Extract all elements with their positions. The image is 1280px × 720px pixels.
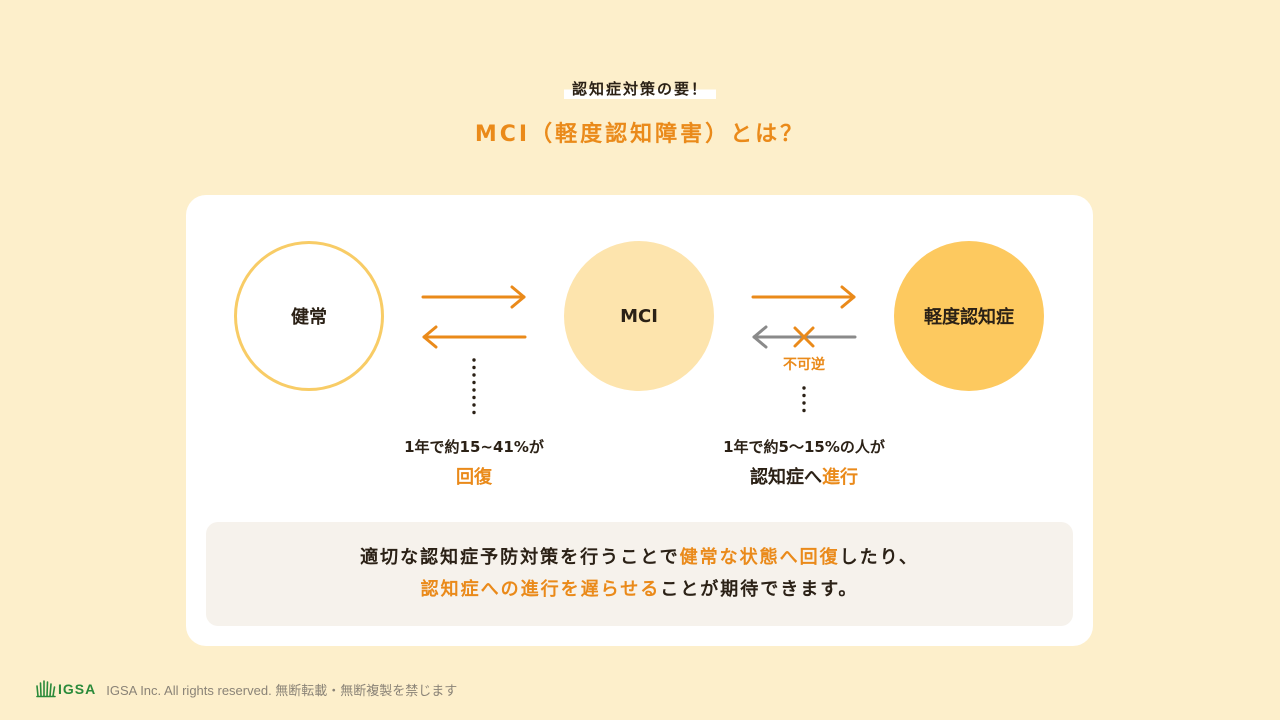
recovery-rate-note: 1年で約15~41%が [404, 438, 544, 456]
summary-line-2-highlight: 認知症への進行を遅らせる [420, 579, 661, 600]
node-dementia-label: 軽度認知症 [924, 307, 1014, 328]
footer: IGSA IGSA Inc. All rights reserved. 無断転載… [36, 678, 457, 700]
igsa-logo-icon [36, 680, 56, 698]
arrow-mci-to-dementia [751, 285, 856, 309]
summary-box: 適切な認知症予防対策を行うことで健常な状態へ回復したり、 認知症への進行を遅らせ… [206, 522, 1073, 626]
summary-line-1-highlight: 健常な状態へ回復 [679, 547, 840, 568]
progression-label-plain: 認知症へ [750, 467, 822, 488]
blocked-cross-icon [793, 326, 815, 348]
node-healthy-label: 健常 [291, 307, 327, 328]
arrow-healthy-to-mci [421, 285, 526, 309]
logo-text: IGSA [58, 681, 97, 697]
irreversible-label: 不可逆 [783, 357, 825, 373]
diagram-card: 健常 MCI 軽度認知症 [186, 195, 1093, 646]
subtitle-text: 認知症対策の要！ [563, 78, 716, 99]
node-mci-label: MCI [620, 305, 658, 327]
summary-line-1-plain: 適切な認知症予防対策を行うことで [360, 547, 680, 568]
summary-line-1: 適切な認知症予防対策を行うことで健常な状態へ回復したり、 [206, 542, 1073, 574]
summary-line-2: 認知症への進行を遅らせることが期待できます。 [206, 574, 1073, 606]
progression-label-highlight: 進行 [822, 467, 858, 488]
dotted-leader-left [472, 358, 476, 415]
recovery-label: 回復 [456, 467, 492, 488]
progression-rate-note: 1年で約5～15%の人が [723, 438, 885, 456]
summary-line-1-tail: したり、 [839, 547, 919, 568]
node-mci: MCI [564, 241, 714, 391]
node-dementia: 軽度認知症 [894, 241, 1044, 391]
summary-line-2-tail: ことが期待できます。 [660, 579, 859, 600]
progression-label: 認知症へ進行 [684, 463, 924, 489]
subtitle-banner: 認知症対策の要！ [0, 78, 1280, 99]
page-title: MCI（軽度認知障害）とは？ [474, 122, 806, 147]
node-healthy: 健常 [234, 241, 384, 391]
dotted-leader-right [802, 386, 806, 413]
copyright-text: IGSA Inc. All rights reserved. 無断転載・無断複製… [106, 682, 458, 698]
arrow-mci-to-healthy [422, 325, 527, 349]
transition-arrows [421, 285, 857, 415]
